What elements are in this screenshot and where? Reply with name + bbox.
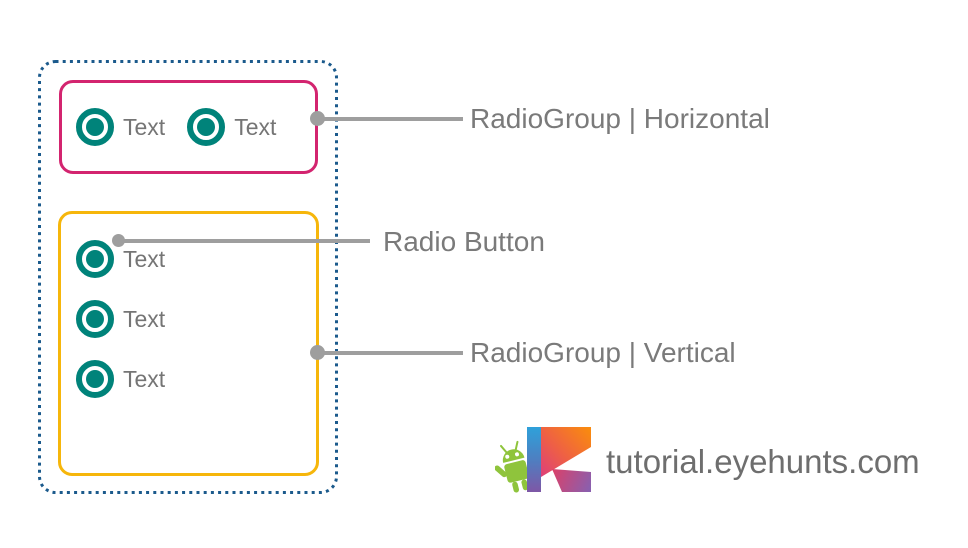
radio-button-icon[interactable] xyxy=(76,108,114,146)
site-url: tutorial.eyehunts.com xyxy=(606,443,920,480)
radio-label: Text xyxy=(234,114,277,140)
radio-label: Text xyxy=(123,114,166,140)
radio-label: Text xyxy=(123,366,166,392)
radio-option[interactable]: Text xyxy=(76,108,165,146)
radio-button-icon[interactable] xyxy=(76,300,114,338)
radiogroup-horizontal: Text Text xyxy=(59,80,318,174)
radio-button-icon[interactable] xyxy=(187,108,226,146)
callout-label-radio-button: Radio Button xyxy=(383,226,545,257)
radio-selected-dot xyxy=(197,118,216,136)
radio-selected-dot xyxy=(86,310,104,328)
callout-label-horizontal: RadioGroup | Horizontal xyxy=(470,103,770,134)
callout-anchor-dot xyxy=(310,111,325,126)
callout-line xyxy=(318,351,463,355)
radio-selected-dot xyxy=(86,118,104,136)
callout-label-vertical: RadioGroup | Vertical xyxy=(470,337,736,368)
radio-option[interactable]: Text xyxy=(76,240,165,278)
radio-label: Text xyxy=(123,306,166,332)
radio-option[interactable]: Text xyxy=(187,108,276,146)
radio-option[interactable]: Text xyxy=(76,300,165,338)
kotlin-k-icon xyxy=(527,427,591,492)
radio-button-icon[interactable] xyxy=(76,360,114,398)
radiogroup-vertical: Text Text Text xyxy=(58,211,319,476)
radio-label: Text xyxy=(123,246,166,272)
radio-button-icon[interactable] xyxy=(76,240,114,278)
kotlin-android-logo-icon xyxy=(495,427,591,493)
radiogroup-boundary-dotted-border xyxy=(38,60,338,494)
callout-anchor-dot xyxy=(310,345,325,360)
callout-line xyxy=(118,239,370,243)
radio-option[interactable]: Text xyxy=(76,360,165,398)
callout-line xyxy=(318,117,463,121)
radio-selected-dot xyxy=(86,370,104,388)
radio-selected-dot xyxy=(86,250,104,268)
